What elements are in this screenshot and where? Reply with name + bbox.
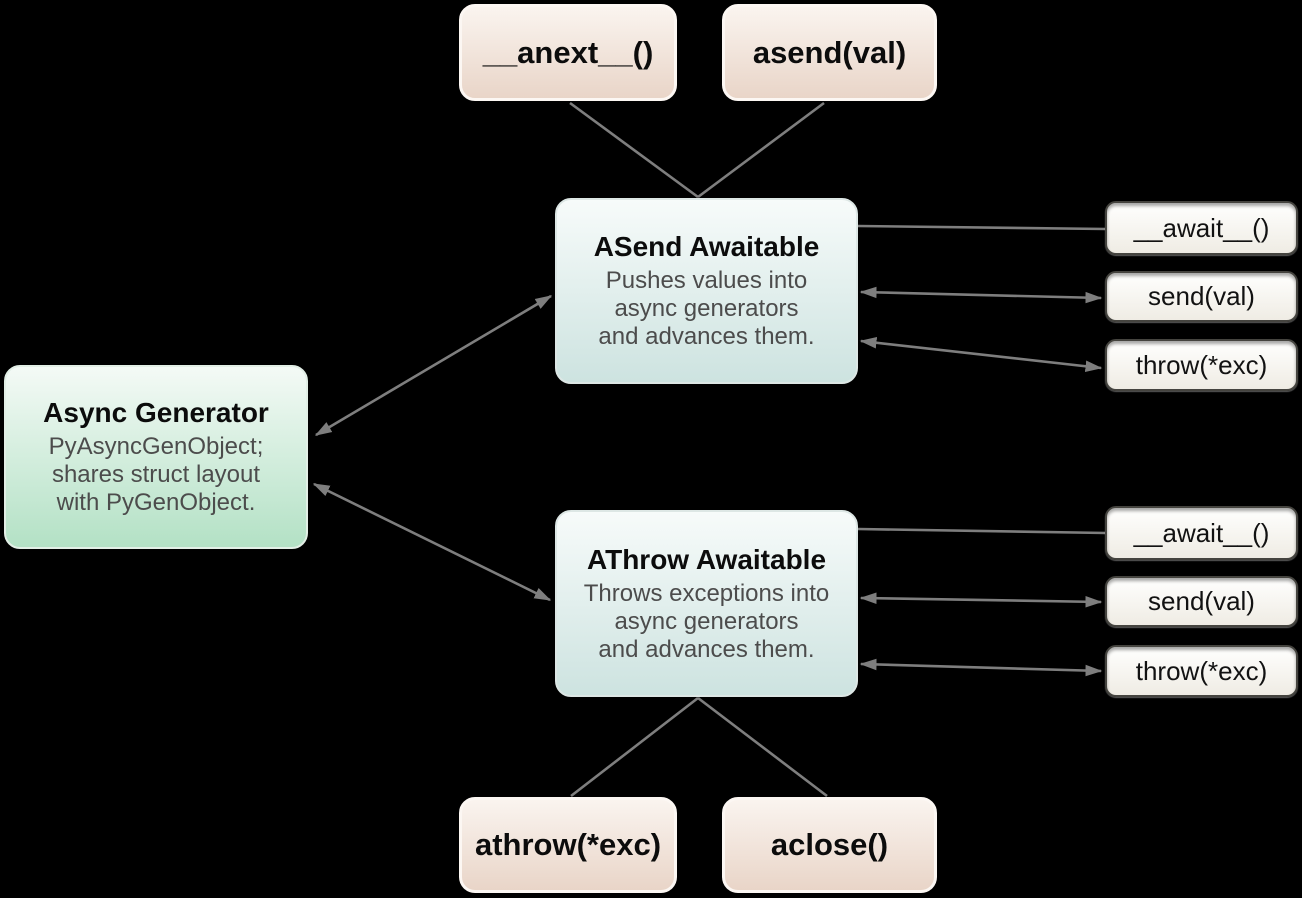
node-aclose-method: aclose() xyxy=(722,797,937,893)
node-async-generator: Async Generator PyAsyncGenObject; shares… xyxy=(4,365,308,549)
async-generator-description: PyAsyncGenObject; shares struct layout w… xyxy=(48,433,264,516)
connector-athrow-awaitable-to-aclose xyxy=(697,696,828,798)
connector-async-generator-athrow-awaitable xyxy=(312,482,552,602)
node-athrow-awaitable: AThrow Awaitable Throws exceptions into … xyxy=(555,510,858,697)
athrow-awaitable-title: AThrow Awaitable xyxy=(586,543,827,575)
connector-anext-to-asend-awaitable xyxy=(569,101,699,199)
node-asend-method: asend(val) xyxy=(722,4,937,101)
asend-awaitable-description: Pushes values into async generators and … xyxy=(598,267,815,350)
node-athrow-method: athrow(*exc) xyxy=(459,797,677,893)
connector-athrow-awaitable-to-await xyxy=(857,527,1107,535)
node-athrow-throw-method: throw(*exc) xyxy=(1105,645,1298,697)
node-athrow-send-method: send(val) xyxy=(1105,576,1298,627)
async-generator-title: Async Generator xyxy=(43,397,269,428)
asend-awaitable-title: ASend Awaitable xyxy=(593,231,820,262)
connector-asend-to-asend-awaitable xyxy=(697,101,825,199)
connector-async-generator-asend-awaitable xyxy=(314,294,553,437)
node-anext-method: __anext__() xyxy=(459,4,677,101)
connector-athrow-awaitable-send xyxy=(859,592,1103,608)
connector-asend-awaitable-to-await xyxy=(857,224,1107,231)
node-asend-send-method: send(val) xyxy=(1105,271,1298,322)
connector-asend-awaitable-throw xyxy=(859,337,1103,372)
connector-athrow-awaitable-throw xyxy=(859,658,1103,677)
node-asend-awaitable: ASend Awaitable Pushes values into async… xyxy=(555,198,858,384)
connector-athrow-awaitable-to-athrow-fn xyxy=(570,696,699,798)
connector-asend-awaitable-send xyxy=(859,286,1103,304)
node-asend-throw-method: throw(*exc) xyxy=(1105,339,1298,391)
node-athrow-await-method: __await__() xyxy=(1105,506,1298,560)
athrow-awaitable-description: Throws exceptions into async generators … xyxy=(583,579,830,663)
node-asend-await-method: __await__() xyxy=(1105,201,1298,255)
